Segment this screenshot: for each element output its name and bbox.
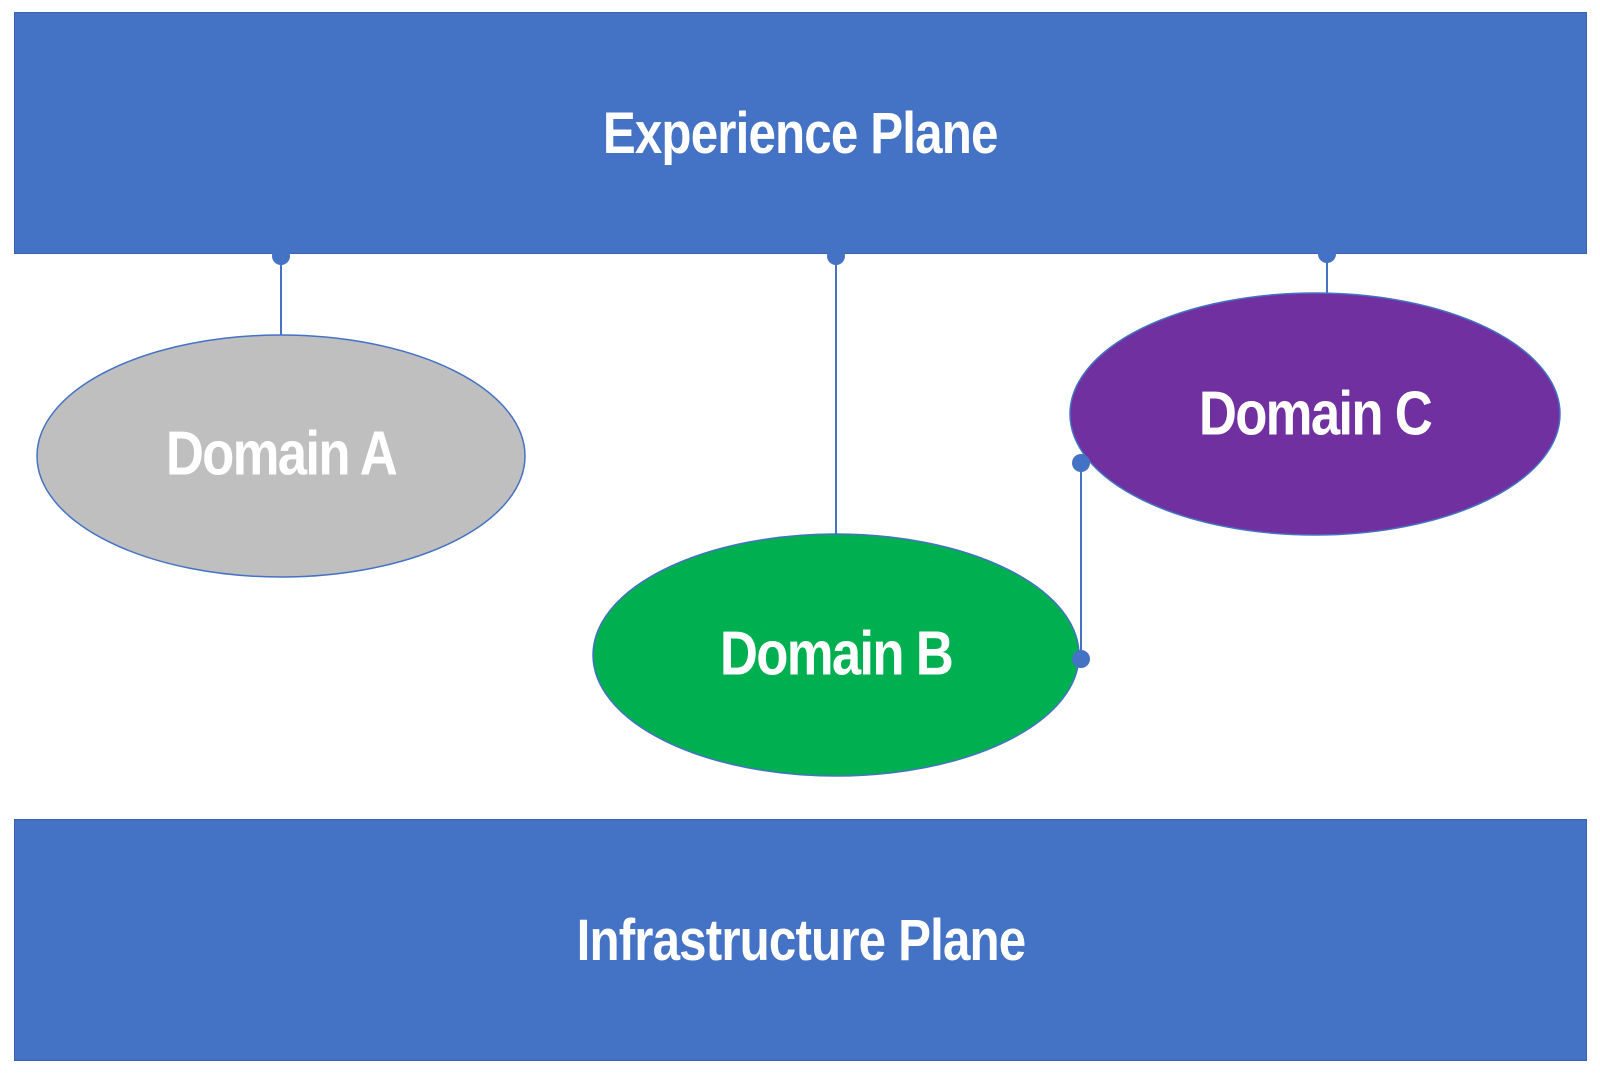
infrastructure-plane: Infrastructure Plane — [14, 819, 1587, 1061]
experience-plane: Experience Plane — [14, 12, 1587, 254]
domain-b-label: Domain B — [720, 619, 952, 688]
connector-dot — [827, 247, 845, 265]
domain-c-ellipse — [1069, 292, 1561, 536]
connector-dot — [1072, 650, 1090, 668]
domain-a-label: Domain A — [166, 419, 398, 488]
infrastructure-plane-label: Infrastructure Plane — [576, 907, 1026, 973]
domain-a-ellipse — [36, 334, 526, 578]
connector-dot — [272, 247, 290, 265]
experience-plane-label: Experience Plane — [603, 100, 999, 166]
connector-dot — [1318, 245, 1336, 263]
domain-c-label: Domain C — [1199, 379, 1432, 448]
connector-dot — [1072, 454, 1090, 472]
